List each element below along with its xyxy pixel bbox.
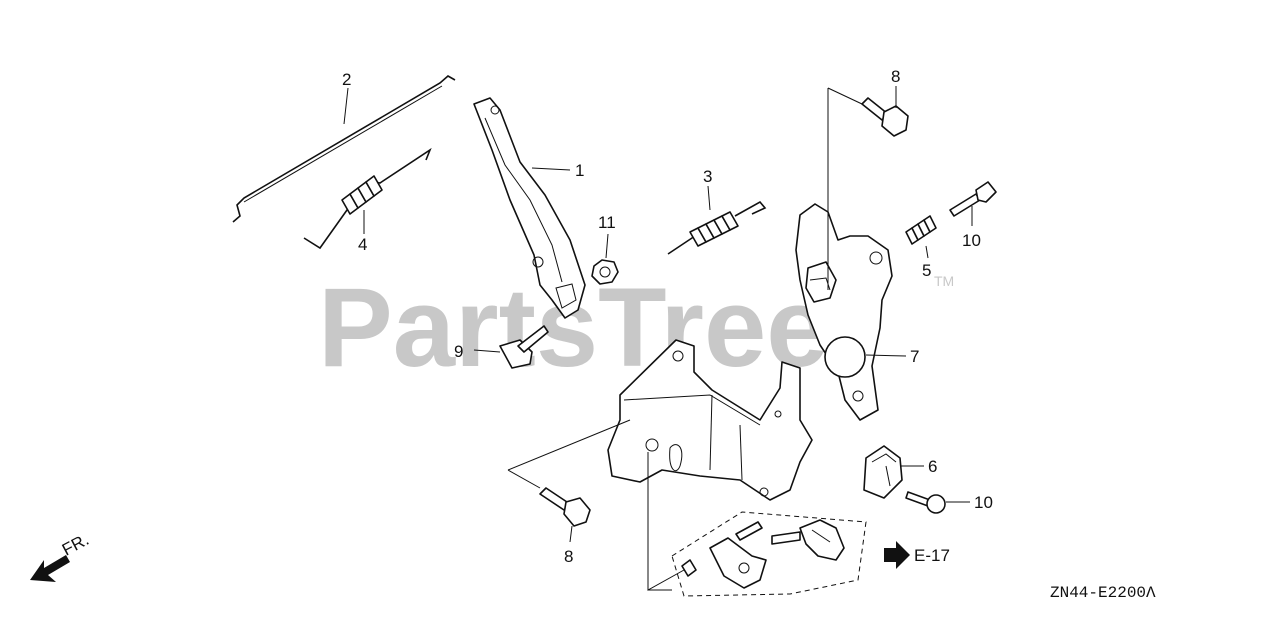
part-4-spring	[303, 147, 432, 250]
callout-8-top: 8	[891, 67, 900, 86]
part-8-bolt-top	[861, 97, 909, 137]
leader-7	[865, 354, 907, 357]
part-2-rod	[232, 75, 456, 223]
callout-1: 1	[575, 161, 584, 180]
callout-5: 5	[922, 261, 931, 280]
part-7-control-base	[607, 203, 893, 501]
part-3-spring	[667, 200, 767, 255]
callout-8-bottom: 8	[564, 547, 573, 566]
watermark-trademark: TM	[934, 273, 954, 289]
callout-4: 4	[358, 235, 367, 254]
part-10-screw-bottom	[905, 491, 946, 514]
part-11-nut	[591, 259, 619, 285]
callout-7: 7	[910, 347, 919, 366]
leader-8-bottom-upper	[507, 419, 631, 471]
callout-3: 3	[703, 167, 712, 186]
diagram-code: ZN44-E2200Λ	[1050, 584, 1156, 602]
leader-8-bottom-lower	[507, 469, 541, 489]
part-6-clip	[863, 445, 903, 499]
reference-arrow-icon	[884, 541, 910, 569]
callout-9: 9	[454, 342, 463, 361]
part-10-screw-top	[949, 181, 997, 217]
leader-2	[343, 87, 349, 125]
part-1-lever	[473, 97, 586, 319]
callout-2: 2	[342, 70, 351, 89]
part-8-bolt-bottom	[539, 487, 591, 527]
reference-label: E-17	[914, 546, 950, 565]
callout-11: 11	[598, 213, 616, 232]
callout-10-top: 10	[962, 231, 981, 250]
leader-11	[605, 233, 609, 259]
leader-8-top-line	[827, 87, 863, 105]
subassembly-e17	[671, 511, 867, 597]
part-9-bolt	[499, 325, 549, 369]
leader-1	[531, 167, 571, 171]
part-5-spring	[905, 215, 937, 245]
leader-5	[925, 245, 929, 259]
leader-9	[473, 349, 501, 353]
leader-3	[707, 185, 711, 211]
front-direction-arrow-icon	[30, 555, 70, 582]
front-direction-label: FR.	[59, 530, 92, 560]
leader-8-bottom	[569, 525, 573, 543]
callout-10-bottom: 10	[974, 493, 993, 512]
callout-6: 6	[928, 457, 937, 476]
